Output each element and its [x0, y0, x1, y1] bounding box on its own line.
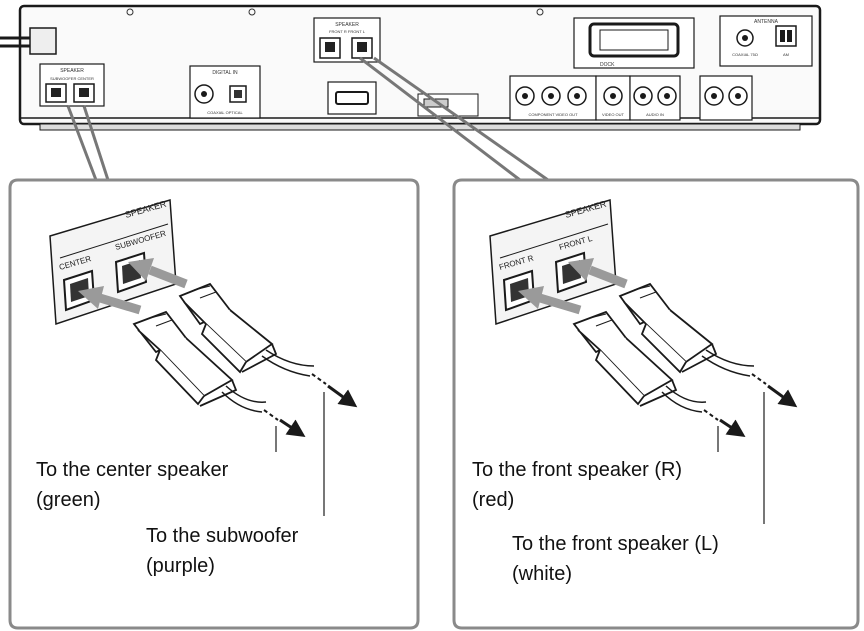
rear-speaker-label: SPEAKER	[60, 68, 84, 74]
rear-digital-in: DIGITAL IN COAXIAL OPTICAL	[189, 65, 261, 119]
rear-component-label: COMPONENT VIDEO OUT	[528, 112, 578, 117]
rear-dock-label: DOCK	[600, 62, 615, 68]
rear-coaxial-label: COAXIAL 75Ω	[732, 52, 758, 57]
front-r-plug	[572, 310, 707, 413]
caption-subwoofer: To the subwoofer	[146, 525, 299, 547]
subwoofer-plug	[178, 282, 315, 377]
rear-digital-sub-label: COAXIAL OPTICAL	[207, 110, 243, 115]
right-insert-arrow-r	[518, 286, 582, 315]
rear-digital-label: DIGITAL IN	[212, 70, 238, 76]
rear-speaker-block: SPEAKER SUBWOOFER CENTER	[39, 63, 105, 107]
rear-speaker-sub-label: SUBWOOFER CENTER	[50, 76, 94, 81]
rear-dock-switch	[417, 93, 479, 117]
rear-am-label: AM	[783, 52, 789, 57]
right-insert-arrow-l	[568, 258, 628, 289]
rear-audio-in: AUDIO IN	[629, 75, 681, 121]
rear-component-video: COMPONENT VIDEO OUT	[509, 75, 597, 121]
front-l-cable-arrow	[751, 373, 798, 408]
center-cable-arrow	[263, 409, 306, 437]
caption-center-color: (green)	[36, 489, 101, 511]
front-l-plug	[618, 282, 755, 377]
rear-antenna: ANTENNA COAXIAL 75Ω AM	[719, 15, 813, 67]
center-plug	[132, 310, 267, 413]
rear-audio-in-2	[699, 75, 753, 121]
rear-front-speaker-block: SPEAKER FRONT R FRONT L	[313, 17, 381, 63]
rear-front-speaker-label: SPEAKER	[335, 22, 359, 28]
caption-front-r-color: (red)	[472, 489, 515, 511]
rear-video-out-label: VIDEO OUT	[602, 112, 625, 117]
leader-lines	[66, 56, 549, 182]
caption-subwoofer-color: (purple)	[146, 555, 215, 577]
right-detail-panel: SPEAKER FRONT R FRONT L	[452, 178, 860, 630]
left-insert-arrow-center	[78, 286, 142, 315]
left-insert-arrow-sub	[128, 258, 188, 289]
rear-antenna-label: ANTENNA	[754, 19, 779, 25]
rear-dock-connector: DOCK	[573, 17, 695, 69]
rear-video-out: VIDEO OUT	[595, 75, 631, 121]
caption-front-l: To the front speaker (L)	[512, 533, 719, 555]
subwoofer-cable-arrow	[311, 373, 358, 408]
caption-front-r: To the front speaker (R)	[472, 459, 683, 481]
rear-audio-in-label: AUDIO IN	[646, 112, 664, 117]
rear-hdmi-port	[327, 81, 377, 115]
caption-front-l-color: (white)	[512, 563, 573, 585]
rear-front-speaker-sub-label: FRONT R FRONT L	[329, 29, 366, 34]
left-detail-panel: SPEAKER CENTER SUBWOOFER	[8, 178, 420, 630]
front-r-cable-arrow	[703, 409, 746, 437]
caption-center-speaker: To the center speaker	[36, 459, 229, 481]
power-cord	[0, 27, 57, 55]
